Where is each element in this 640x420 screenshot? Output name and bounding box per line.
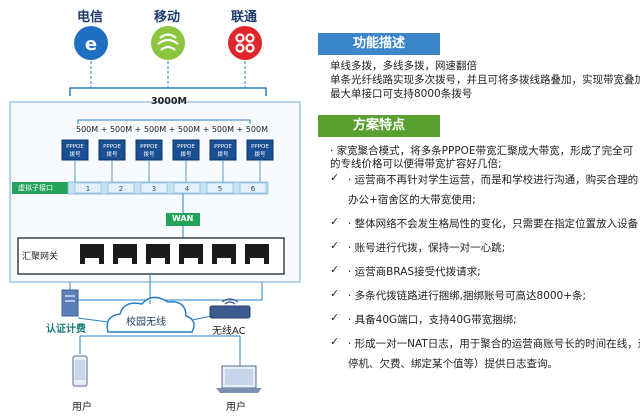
feature-item-text: 停机、欠费、绑定某个值等）提供日志查询。 (348, 358, 558, 370)
carrier-unicom-logo (228, 26, 262, 60)
server-icon (61, 289, 79, 317)
pppoe-label: 拨号 (106, 150, 118, 158)
port-cell (74, 182, 102, 194)
pppoe-label: PPPOE (140, 144, 158, 150)
feature-item-text: · 运营商BRAS接受代拨请求; (348, 266, 481, 278)
pppoe-label: 拨号 (143, 150, 155, 158)
carrier-label-mobile: 移动 (154, 10, 181, 25)
pppoe-label: PPPOE (66, 144, 84, 150)
check-icon: ✓ (330, 215, 340, 228)
feature-item-text: · 形成一对一NAT日志，用于聚合的运营商账号长的时间在线，运 (348, 338, 640, 350)
virtual-interface-tag (12, 182, 68, 194)
pppoe-label: PPPOE (251, 144, 269, 150)
features-title: 方案特点 (352, 118, 405, 133)
ethernet-port-notch (118, 258, 132, 264)
feature-item-text: · 具备40G端口，支持40G带宽捆绑; (348, 314, 517, 326)
cloud-icon (106, 296, 195, 333)
network-diagram: e PPPOE拨号PPPOE拨号PPPOE拨号PPPOE拨号PPPOE拨号PPP… (9, 26, 301, 393)
function-header: 功能描述 (318, 33, 440, 55)
user-right-label: 用户 (226, 402, 246, 413)
pppoe-label: PPPOE (214, 144, 232, 150)
features-header: 方案特点 (318, 115, 440, 137)
pppoe-label: 拨号 (217, 150, 229, 158)
pppoe-label: 拨号 (254, 150, 266, 158)
ethernet-port-notch (217, 258, 231, 264)
function-line: 单线多拨，多线多拨，网速翻倍 (330, 60, 477, 72)
wan-label: WAN (172, 213, 194, 223)
pppoe-label: 拨号 (180, 150, 192, 158)
port-number: 6 (251, 185, 256, 193)
check-icon: ✓ (330, 335, 340, 348)
carrier-label-telecom: 电信 (77, 10, 104, 25)
pppoe-label: PPPOE (103, 144, 121, 150)
auth-label: 认证计费 (46, 324, 86, 335)
pppoe-label: PPPOE (177, 144, 195, 150)
port-number: 1 (86, 185, 90, 193)
svg-text:e: e (85, 34, 97, 55)
phone-icon (72, 355, 88, 387)
pppoe-label: 拨号 (69, 150, 81, 158)
features-intro: 的专线价格可以便得带宽扩容好几倍; (330, 158, 502, 170)
feature-item-text: · 账号进行代拨，保持一对一心跳; (348, 242, 506, 254)
check-icon: ✓ (330, 311, 340, 324)
features-intro: · 家宽聚合模式，将多条PPPOE带宽汇聚成大带宽，形成了完全可 (330, 145, 634, 157)
wan-tag (166, 213, 200, 226)
bandwidth-total-label: 3000M (151, 96, 187, 107)
check-icon: ✓ (330, 171, 340, 184)
function-line: 单条光纤线路实现多次拨号，并且可将多拨线路叠加，实现带宽叠加 (330, 74, 640, 86)
port-cell (107, 182, 135, 194)
bandwidth-split-label: 500M + 500M + 500M + 500M + 500M + 500M (76, 125, 268, 134)
port-cell (206, 182, 234, 194)
port-number: 4 (185, 185, 190, 193)
feature-item-text: · 运营商不再针对学生运营，而是和学校进行沟通，购买合理的 (348, 174, 639, 186)
ethernet-port-notch (85, 258, 99, 264)
port-number: 5 (218, 185, 222, 193)
ethernet-port-notch (250, 258, 264, 264)
feature-item-text: · 整体网络不会发生格局性的变化，只需要在指定位置放入设备 (348, 218, 639, 230)
function-title: 功能描述 (352, 36, 405, 51)
port-number: 2 (119, 185, 123, 193)
campus-wireless-label: 校园无线 (126, 317, 166, 328)
port-number: 3 (152, 185, 156, 193)
ethernet-port-notch (151, 258, 165, 264)
carrier-telecom-logo: e (74, 26, 108, 60)
port-cell (173, 182, 201, 194)
virtual-interface-label: 虚拟子接口 (18, 184, 53, 192)
feature-item-text: · 多条代拨链路进行捆绑,捆绑账号可高达8000+条; (348, 290, 587, 302)
check-icon: ✓ (330, 239, 340, 252)
function-line: 最大单接口可支持8000条拨号 (330, 88, 473, 100)
user-left-label: 用户 (72, 402, 92, 413)
laptop-icon (216, 365, 262, 393)
carrier-mobile-logo (151, 26, 185, 60)
check-icon: ✓ (330, 287, 340, 300)
port-cell (239, 182, 267, 194)
feature-item-text: 办公+宿舍区的大带宽使用; (348, 194, 476, 206)
check-icon: ✓ (330, 263, 340, 276)
carrier-label-unicom: 联通 (231, 10, 258, 25)
gateway-label: 汇聚网关 (22, 252, 59, 262)
port-cell (140, 182, 168, 194)
wireless-ac-label: 无线AC (212, 326, 246, 337)
wireless-ac-icon (209, 298, 251, 319)
ethernet-port-notch (184, 258, 198, 264)
